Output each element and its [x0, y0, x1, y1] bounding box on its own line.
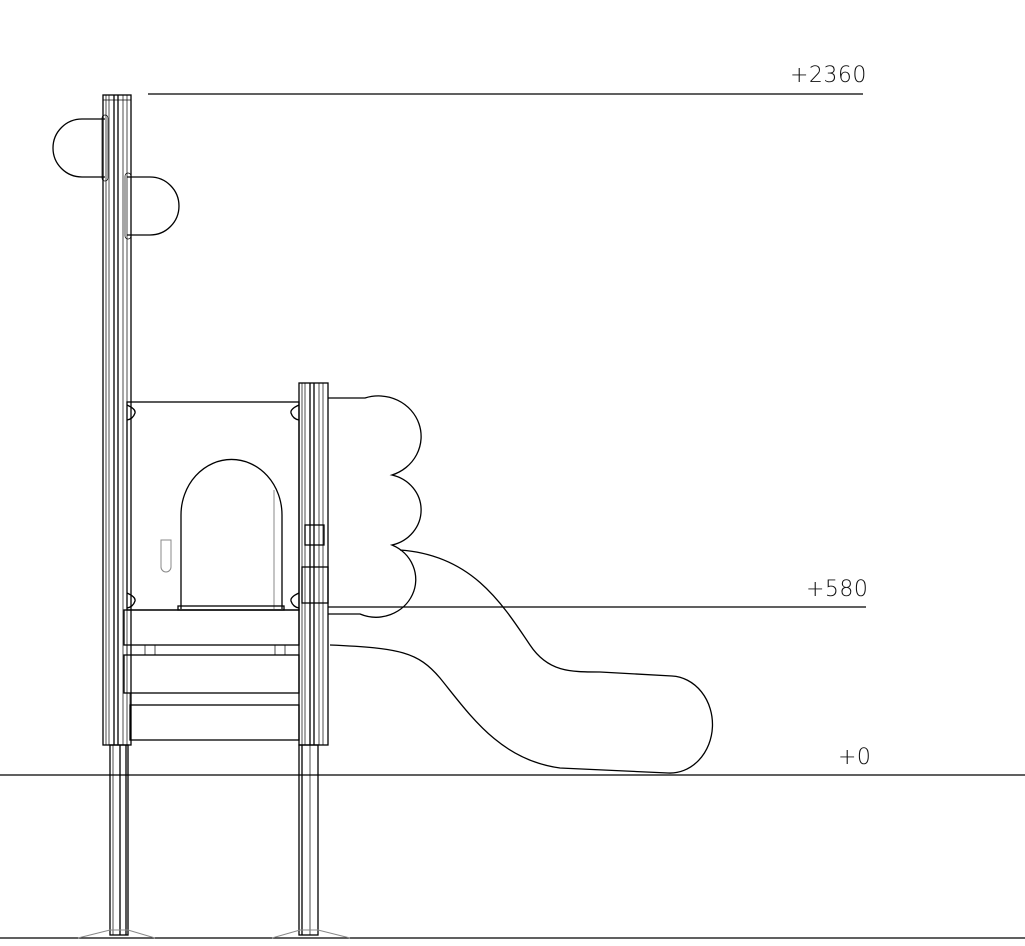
deck: [123, 609, 300, 741]
wall-panel: [126, 401, 300, 611]
level-label-580: +580: [806, 577, 869, 602]
handle-left: [52, 118, 105, 178]
short-post: [271, 382, 351, 939]
handle-right: [127, 176, 180, 236]
level-label-2360: +2360: [790, 63, 867, 88]
level-label-0: +0: [838, 745, 872, 770]
slot: [160, 539, 172, 573]
slide: [329, 549, 714, 774]
cloud-side-panel: [328, 395, 422, 618]
door-arch: [180, 458, 283, 609]
tall-post: [77, 94, 156, 939]
